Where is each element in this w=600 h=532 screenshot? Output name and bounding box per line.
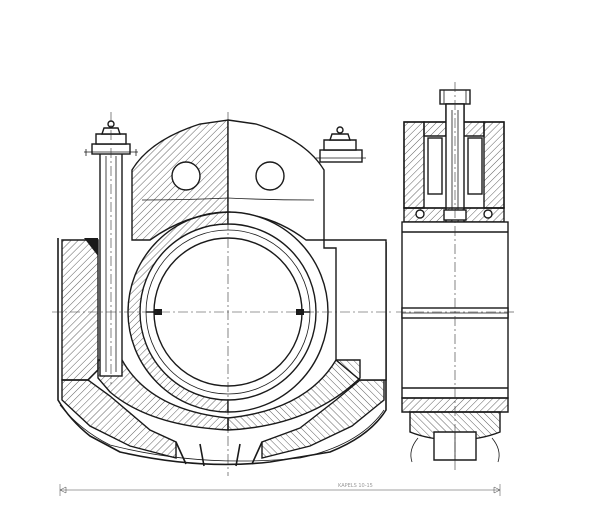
left-pedestal-wall xyxy=(61,239,99,381)
bearing-outer-right xyxy=(227,211,329,413)
side-section-view xyxy=(396,82,514,470)
lifting-eye-left xyxy=(171,161,201,191)
right-bolt xyxy=(316,126,366,163)
front-section-view xyxy=(52,112,392,476)
drawing-note: KAPELS 10-15 xyxy=(338,483,373,489)
lifting-eye-right xyxy=(255,161,285,191)
